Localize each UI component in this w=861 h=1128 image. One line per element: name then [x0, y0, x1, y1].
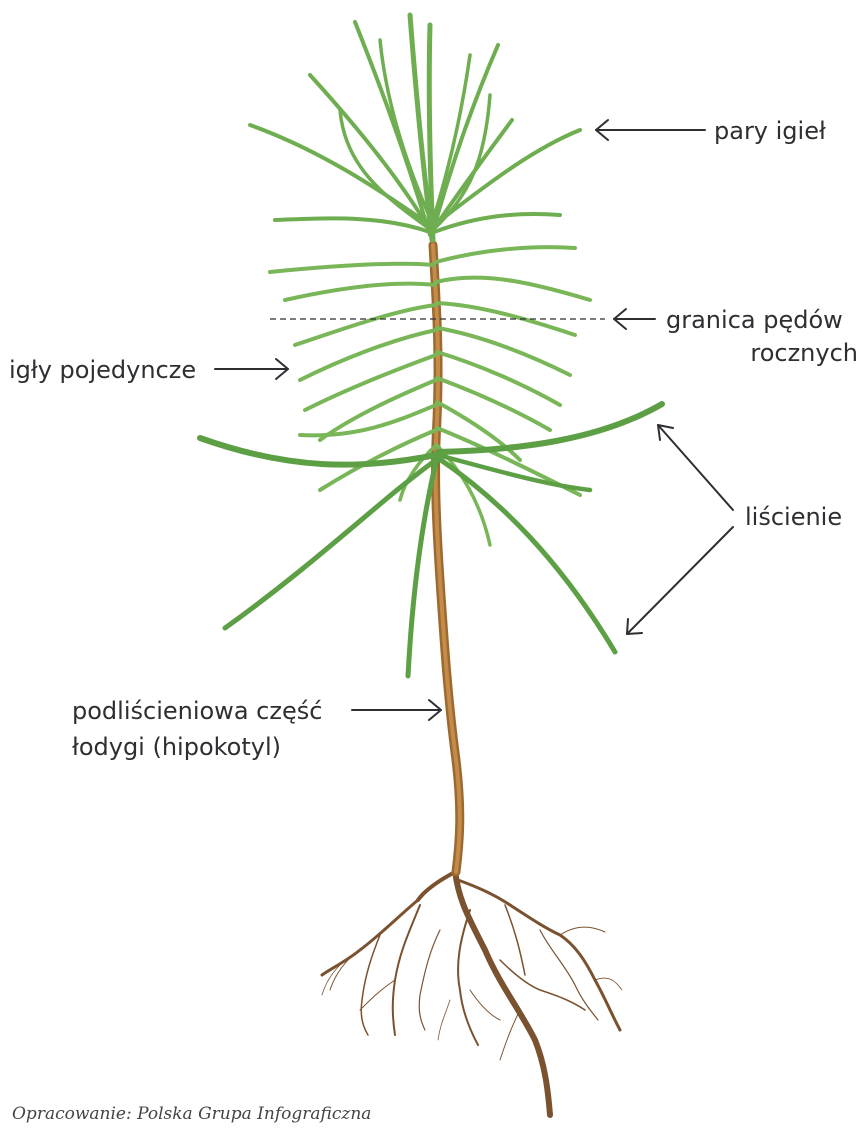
needle-pairs	[250, 15, 580, 240]
label-igly-pojedyncze: igły pojedyncze	[9, 356, 196, 384]
cotyledons	[200, 404, 662, 676]
arrow-liscienie-upper	[658, 425, 733, 510]
arrow-hipokotyl	[352, 700, 441, 720]
arrow-liscienie-lower	[627, 527, 733, 634]
label-granica-line1: granica pędów	[666, 306, 843, 334]
arrow-granica	[614, 309, 655, 329]
root-system	[322, 870, 622, 1115]
label-pary-igiel: pary igieł	[714, 117, 826, 145]
label-granica-line2: rocznych	[750, 339, 858, 367]
label-hipokotyl-line1: podliścieniowa część	[72, 697, 322, 725]
label-liscienie: liścienie	[745, 503, 842, 531]
arrow-igly-pojedyncze	[215, 359, 288, 379]
arrow-pary-igiel	[596, 120, 705, 140]
credit-text: Opracowanie: Polska Grupa Infograficzna	[12, 1104, 371, 1124]
label-hipokotyl-line2: łodygi (hipokotyl)	[72, 733, 281, 761]
stem	[433, 245, 460, 872]
